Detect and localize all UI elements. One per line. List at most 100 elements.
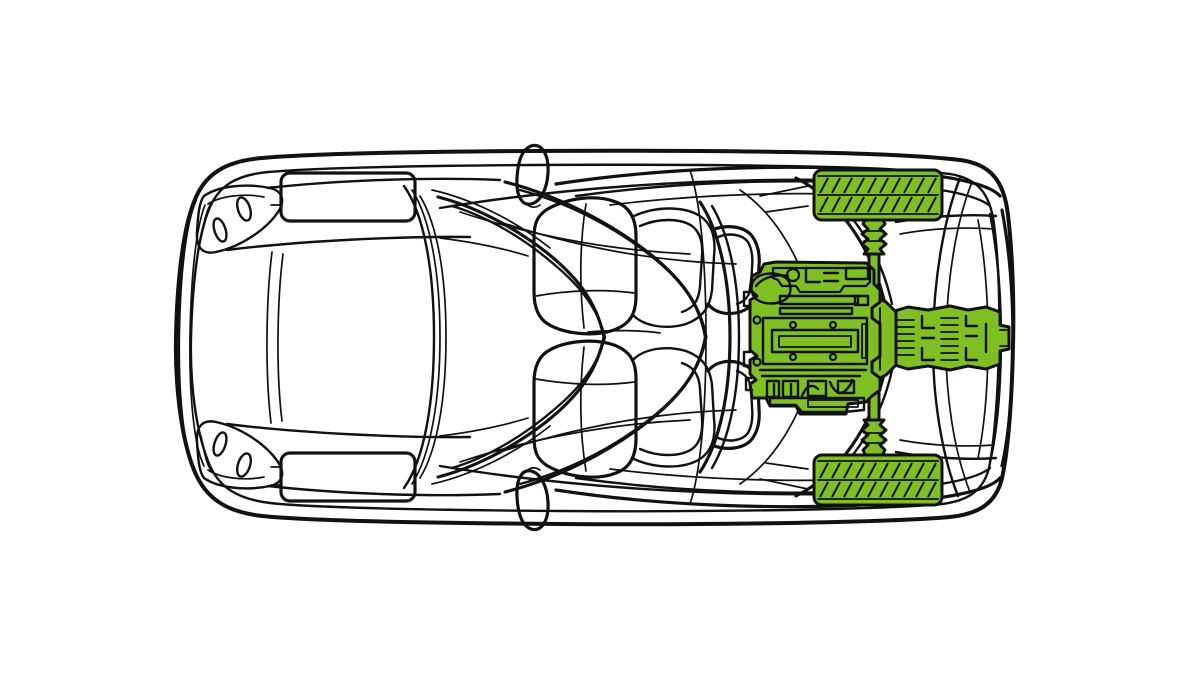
floor-contour-upper (459, 211, 691, 255)
seat-lower-cushion (632, 347, 716, 468)
engine-accessory-upper-left (750, 272, 792, 305)
driven-wheel-lower (812, 453, 944, 507)
headlight-lamp-lower-a (235, 452, 253, 478)
headlight-pod-lower-inner2 (200, 435, 213, 473)
transmission-ribs (896, 317, 959, 361)
seat-upper-cushion (632, 207, 716, 328)
hood-panel-lower (279, 451, 417, 503)
front-wheel-arch-upper-3 (419, 195, 447, 479)
roof-outline (554, 165, 1002, 198)
fender-crease-upper (439, 237, 529, 257)
engine-bolt-hole-b (828, 320, 838, 330)
rear-bulkhead-upper-inner (710, 204, 741, 470)
cowl-line-upper (431, 189, 551, 249)
engine-small-port-right (853, 294, 870, 307)
engine-cam-side-slot (861, 323, 867, 359)
tire-upper-tread (819, 177, 937, 213)
engine-intake-bracket-a (804, 266, 822, 284)
seat-upper-seam-b (579, 203, 587, 329)
floor-contour-lower (459, 419, 691, 463)
rear-deck-seam-lower-2 (899, 439, 995, 447)
front-nose-edge (177, 198, 198, 474)
cv-joint-upper (860, 216, 888, 256)
engine-upper-rib-2 (778, 306, 854, 316)
engine-cam-cover-inner (770, 328, 860, 354)
engine-lower-port (836, 379, 856, 395)
engine-bolt-hole-c (788, 352, 798, 362)
sill-line-upper (499, 221, 737, 265)
sill-line-lower (499, 409, 737, 453)
transmission-brackets (920, 314, 988, 362)
hood-edge-upper (266, 177, 502, 190)
headlight-pod-upper (195, 184, 284, 254)
suspension-link-lower-b (765, 462, 809, 470)
bodyside-feature-upper (438, 178, 842, 210)
hood-crease-lower (225, 422, 472, 439)
seat-upper-bolster-outer (638, 218, 704, 314)
windshield-lower-edge (436, 335, 606, 479)
rear-bulkhead-upper (698, 200, 732, 474)
seat-upper-seam-a (535, 289, 635, 297)
engine-oil-pan-rib (807, 399, 859, 408)
seat-lower-seam-a (535, 378, 635, 386)
headlight-pod-upper-inner2 (200, 201, 213, 239)
hood-edge-lower (266, 484, 502, 497)
engine-lower-curve-b (800, 384, 820, 398)
headlight-pod-lower (195, 420, 284, 490)
powertrain-highlight-group (742, 168, 1011, 507)
car-body-outline (173, 143, 1016, 532)
bodyside-feature-lower (438, 464, 842, 496)
engine-block (742, 260, 882, 416)
headlight-lamp-upper-a (235, 196, 253, 222)
center-console (587, 329, 661, 334)
headrest-upper-inner (714, 233, 754, 306)
engine-mount-hole-left-top (752, 315, 762, 325)
hood-centerline-b (277, 253, 284, 422)
seat-lower-bolster-outer (638, 361, 704, 457)
engine-bolt-hole-a (788, 320, 798, 330)
suspension-link-lower-a (759, 478, 809, 490)
windshield-inner-lower (450, 335, 607, 470)
cowl-line-lower (431, 425, 551, 485)
suspension-link-upper-a (759, 185, 809, 197)
headlight-lamp-lower-b (212, 431, 228, 457)
engine-left-flange-mid (742, 350, 752, 368)
seat-lower-back (532, 339, 638, 479)
engine-upper-rib (778, 294, 860, 306)
suspension-link-upper-b (765, 205, 809, 213)
front-wheel-arch-upper-2 (411, 189, 441, 485)
engine-mount-hole-left-bottom (752, 357, 762, 367)
mirror-lower (515, 469, 550, 532)
driven-wheel-upper (812, 168, 944, 222)
rear-deck-seam-upper-2 (899, 227, 995, 235)
hood-crease-upper (225, 235, 472, 252)
engine-left-flange-bot (744, 376, 754, 392)
seat-lower-seam-b (579, 346, 587, 472)
windshield-upper-edge (436, 195, 606, 339)
engine-lower-curve-a (828, 378, 854, 394)
engine-intake-plate (844, 266, 870, 281)
hood-panel-upper (279, 171, 417, 223)
tire-lower-tread (819, 462, 937, 498)
engine-cam-cover-outer (761, 316, 869, 366)
engine-cam-cover-core (778, 335, 852, 348)
front-wheel-arch-upper (402, 184, 436, 490)
headlight-lamp-upper-b (212, 217, 228, 243)
body-outer-silhouette (173, 148, 1016, 527)
transmission (882, 304, 1011, 372)
cv-joint-lower (860, 418, 888, 458)
rear-bumper (1000, 208, 1015, 468)
hood-centerline (266, 251, 273, 424)
roof-front-arch-inner (518, 188, 707, 486)
engine-left-flange-top (742, 290, 752, 308)
transmission-housing (882, 304, 1011, 372)
mirror-upper (515, 143, 550, 206)
windshield-inner-upper (450, 204, 607, 339)
mirror-upper-stalk (526, 203, 541, 208)
engine-duct (754, 274, 790, 288)
engine-oil-pan (768, 396, 866, 414)
fender-crease-lower (439, 417, 529, 437)
suspension-links (759, 185, 809, 490)
